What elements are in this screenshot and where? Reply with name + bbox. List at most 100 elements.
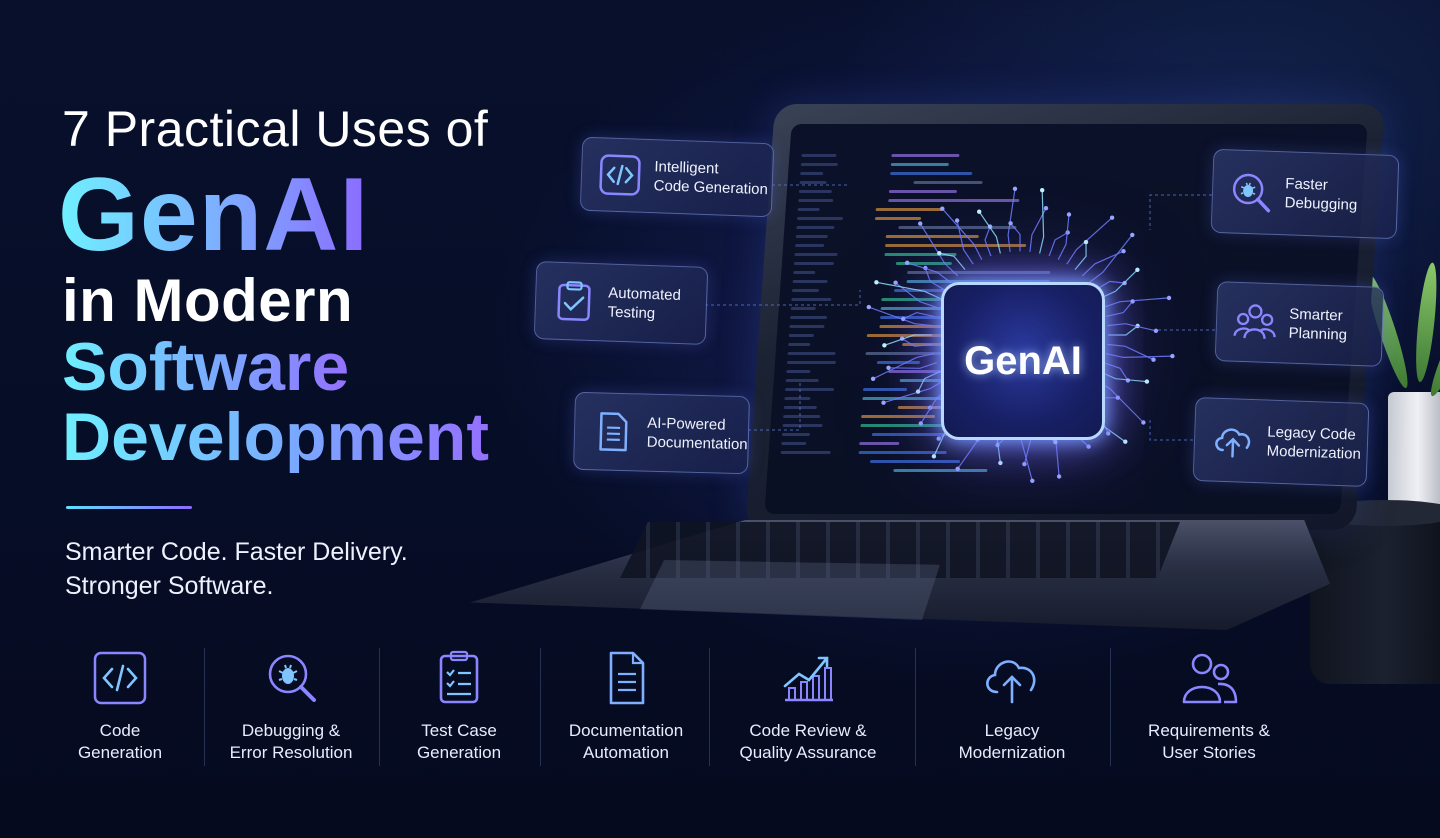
circuit-node <box>1151 357 1156 362</box>
circuit-node <box>1135 267 1140 272</box>
document-icon <box>609 651 645 705</box>
code-brackets-icon <box>599 154 641 196</box>
circuit-trace <box>884 334 932 346</box>
tagline-line-1: Smarter Code. Faster Delivery. <box>65 538 408 566</box>
bottom-divider <box>915 648 916 766</box>
headline-software: Software <box>62 329 350 405</box>
circuit-trace <box>1102 297 1170 308</box>
circuit-trace <box>1081 250 1124 277</box>
headline-development: Development <box>62 399 489 475</box>
bottom-divider <box>709 648 710 766</box>
circuit-trace <box>1029 207 1047 252</box>
circuit-trace <box>941 208 983 260</box>
circuit-trace <box>895 282 938 308</box>
circuit-node <box>1066 212 1072 217</box>
circuit-node <box>1170 353 1175 359</box>
circuit-trace <box>1066 217 1113 265</box>
bottom-label-line2: Generation <box>77 743 163 762</box>
circuit-node <box>936 436 941 441</box>
circuit-node <box>1030 478 1035 483</box>
genai-chip: GenAI <box>941 282 1105 440</box>
circuit-trace <box>868 306 933 327</box>
bottom-item-legacy-modernization: Legacy Modernization <box>945 650 1079 764</box>
circuit-node <box>1008 221 1013 226</box>
bug-magnifier-icon <box>268 654 316 702</box>
bug-magnifier-icon <box>1232 173 1271 213</box>
circuit-node <box>1141 420 1146 425</box>
bottom-label-line1: Code Review & <box>749 721 867 740</box>
card-label-line2: Code Generation <box>653 177 769 199</box>
circuit-trace <box>901 338 933 347</box>
circuit-trace <box>1010 222 1021 252</box>
circuit-node <box>881 400 886 405</box>
circuit-node <box>882 343 887 348</box>
circuit-trace <box>1074 242 1087 270</box>
bottom-label-line1: Requirements & <box>1148 721 1270 740</box>
circuit-trace <box>883 378 946 404</box>
circuit-node <box>1123 439 1128 444</box>
bottom-divider <box>379 648 380 766</box>
laptop-trackpad <box>640 560 940 620</box>
circuit-node <box>901 316 906 322</box>
card-label-line2: Modernization <box>1266 442 1362 463</box>
circuit-trace <box>872 353 935 380</box>
circuit-trace <box>1105 301 1134 317</box>
circuit-node <box>977 209 982 214</box>
circuit-trace <box>956 220 974 265</box>
circuit-node <box>1130 232 1135 238</box>
circuit-trace <box>917 370 941 392</box>
circuit-node <box>1012 186 1018 191</box>
circuit-node <box>940 206 945 211</box>
circuit-node <box>1040 188 1045 193</box>
circuit-node <box>874 280 879 285</box>
bottom-label-line2: Error Resolution <box>229 743 353 762</box>
chip-label: GenAI <box>964 338 1082 383</box>
team-icon <box>1233 304 1276 339</box>
circuit-node <box>1086 444 1091 449</box>
team-icon <box>1182 653 1238 704</box>
circuit-trace <box>907 262 952 284</box>
circuit-trace <box>1057 214 1070 260</box>
card-label-line2: Testing <box>607 303 656 323</box>
circuit-trace <box>1107 323 1157 332</box>
bottom-item-documentation-automation: Documentation Automation <box>562 650 690 764</box>
bottom-divider <box>540 648 541 766</box>
code-brackets-icon <box>93 651 147 705</box>
circuit-trace <box>984 226 992 257</box>
circuit-node <box>1109 215 1115 220</box>
circuit-trace <box>1107 343 1154 361</box>
card-label-line1: Automated <box>608 284 682 304</box>
cloud-upload-icon <box>1215 428 1251 458</box>
circuit-node <box>954 218 960 223</box>
circuit-node <box>1043 206 1049 211</box>
circuit-trace <box>1007 188 1016 252</box>
circuit-node <box>886 365 891 370</box>
bottom-divider <box>204 648 205 766</box>
card-label-line1: Smarter <box>1289 305 1343 324</box>
card-label-line1: AI-Powered <box>647 414 726 434</box>
circuit-node <box>1083 239 1089 245</box>
bottom-item-code-generation: Code Generation <box>60 650 180 764</box>
circuit-node <box>1121 249 1126 254</box>
circuit-node <box>998 460 1003 466</box>
bottom-divider <box>1110 648 1111 766</box>
circuit-node <box>1056 474 1062 479</box>
circuit-trace <box>939 252 966 270</box>
circuit-trace <box>1048 231 1069 257</box>
circuit-node <box>870 376 876 381</box>
circuit-node <box>955 466 960 471</box>
bottom-label-line2: Generation <box>416 743 502 762</box>
circuit-node <box>918 421 923 426</box>
cloud-upload-icon <box>986 660 1036 704</box>
circuit-trace <box>919 223 959 277</box>
bottom-item-requirements: Requirements & User Stories <box>1134 650 1284 764</box>
headline-line-1: 7 Practical Uses of <box>62 101 489 157</box>
laptop-keyboard <box>620 522 1180 578</box>
headline-line-3: in Modern <box>62 267 354 334</box>
circuit-trace <box>978 211 1001 254</box>
